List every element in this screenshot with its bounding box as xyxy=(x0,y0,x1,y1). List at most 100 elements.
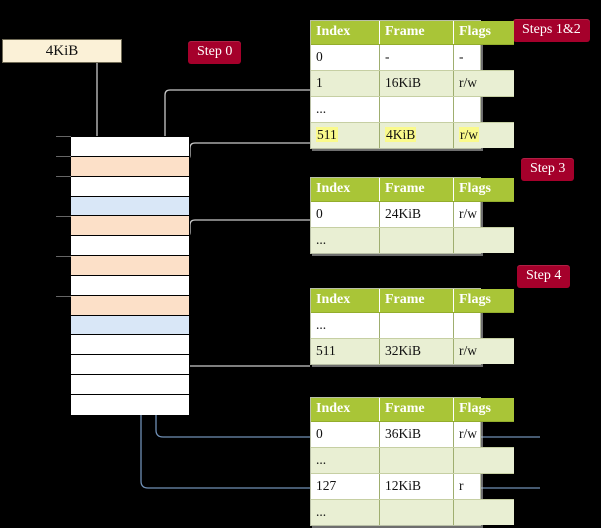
memory-frame-row xyxy=(71,335,189,356)
memory-frame-row xyxy=(71,375,189,395)
table-cell xyxy=(453,96,514,123)
column-header-index: Index xyxy=(311,289,380,313)
table-cell: ... xyxy=(311,447,380,474)
step-pill-step3: Step 3 xyxy=(521,158,575,181)
step-pill-steps12: Steps 1&2 xyxy=(513,19,590,42)
column-header-frame: Frame xyxy=(379,178,454,202)
table-cell: 511 xyxy=(311,338,380,364)
table-cell: ... xyxy=(311,96,380,123)
memory-frame-row xyxy=(71,355,189,376)
column-header-flags: Flags xyxy=(453,289,514,313)
table-row: 0-- xyxy=(311,44,514,71)
table-cell: 36KiB xyxy=(379,421,454,448)
memory-frame-row xyxy=(71,176,189,197)
column-header-flags: Flags xyxy=(453,398,514,422)
table-cell: ... xyxy=(311,227,380,253)
memory-frame-row xyxy=(71,236,189,257)
table-cell: 0 xyxy=(311,201,380,228)
memory-frame-row xyxy=(71,315,189,336)
table-cell xyxy=(379,447,454,474)
source-frame-label: 4KiB xyxy=(45,43,79,59)
wire-table1-row1-to-memory xyxy=(164,89,310,146)
column-header-frame: Frame xyxy=(379,21,454,45)
table-cell: 0 xyxy=(311,421,380,448)
table-cell xyxy=(453,499,514,525)
step-pill-step4-label: Step 4 xyxy=(526,268,562,283)
column-header-frame: Frame xyxy=(379,289,454,313)
table-cell: r/w xyxy=(453,70,514,97)
table-cell xyxy=(379,96,454,123)
memory-frame-row xyxy=(71,156,189,177)
table-cell: 16KiB xyxy=(379,70,454,97)
wire-table3-row511-to-memory xyxy=(171,316,310,367)
memory-tick xyxy=(56,176,71,177)
table-cell: ... xyxy=(311,312,380,339)
table-cell: 511 xyxy=(311,122,380,148)
column-header-flags: Flags xyxy=(453,21,514,45)
table-cell: r/w xyxy=(453,338,514,364)
memory-frame-row xyxy=(71,196,189,217)
memory-tick xyxy=(56,296,71,297)
memory-frame-row xyxy=(71,256,189,276)
table-cell xyxy=(379,499,454,525)
table-cell xyxy=(453,227,514,253)
wire-table4-row127-to-memory xyxy=(132,203,540,489)
step-pill-step0-label: Step 0 xyxy=(197,44,233,59)
wire-table4-row0-to-memory xyxy=(147,329,540,438)
memory-frame-row xyxy=(71,275,189,296)
physical-memory-column xyxy=(70,136,190,415)
table-row: ... xyxy=(311,312,514,339)
highlighted-value: 511 xyxy=(316,127,338,142)
table-cell xyxy=(453,447,514,474)
step-pill-step0: Step 0 xyxy=(188,41,242,64)
table-cell: r/w xyxy=(453,122,514,148)
memory-frame-row xyxy=(71,216,189,237)
table-cell: 0 xyxy=(311,44,380,71)
memory-frame-row xyxy=(71,394,189,415)
table-row: ... xyxy=(311,227,514,253)
memory-tick xyxy=(56,256,71,257)
step-pill-step3-label: Step 3 xyxy=(530,161,566,176)
column-header-flags: Flags xyxy=(453,178,514,202)
column-header-index: Index xyxy=(311,178,380,202)
table-cell: 127 xyxy=(311,473,380,500)
step-pill-steps12-label: Steps 1&2 xyxy=(522,22,581,37)
table-cell: r xyxy=(453,473,514,500)
memory-tick xyxy=(56,156,71,157)
table-cell: 32KiB xyxy=(379,338,454,364)
table-cell: - xyxy=(379,44,454,71)
table-cell: r/w xyxy=(453,421,514,448)
memory-frame-row xyxy=(71,295,189,316)
table-row: ... xyxy=(311,96,514,123)
source-frame-box: 4KiB xyxy=(2,39,122,63)
step-pill-step4: Step 4 xyxy=(517,265,571,288)
memory-frame-row xyxy=(71,137,189,157)
memory-tick xyxy=(56,136,71,137)
table-row: ... xyxy=(311,499,514,525)
highlighted-value: r/w xyxy=(459,127,479,142)
table-cell xyxy=(453,312,514,339)
table-cell: 4KiB xyxy=(379,122,454,148)
table-cell xyxy=(379,227,454,253)
highlighted-value: 4KiB xyxy=(385,127,417,142)
wire-table2-row0-to-memory xyxy=(174,219,310,266)
column-header-frame: Frame xyxy=(379,398,454,422)
memory-tick xyxy=(56,216,71,217)
table-cell: 24KiB xyxy=(379,201,454,228)
